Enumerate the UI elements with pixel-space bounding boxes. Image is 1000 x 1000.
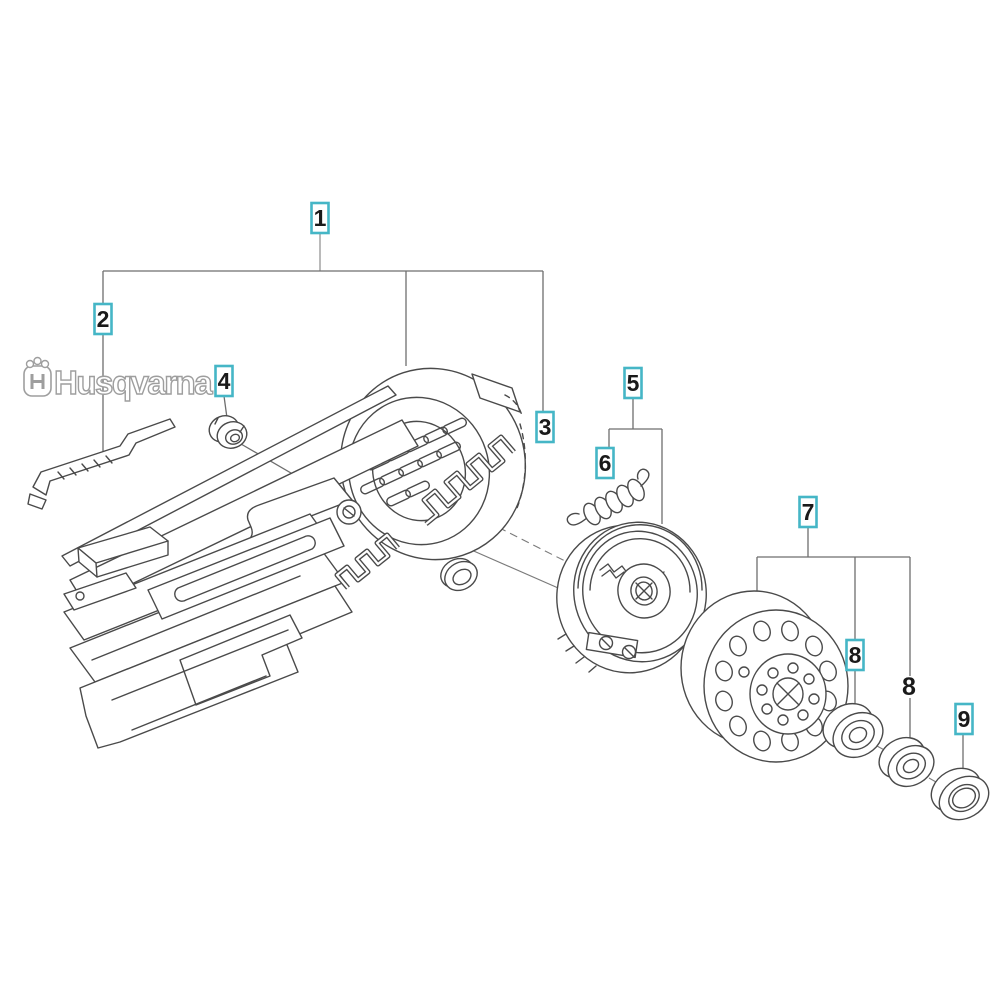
callout-3[interactable]: 3 bbox=[535, 410, 555, 444]
cover-fin-zigzag bbox=[334, 434, 516, 590]
callout-5-label[interactable]: 5 bbox=[627, 370, 640, 396]
leader-7-bracket bbox=[756, 527, 911, 744]
callout-4-label[interactable]: 4 bbox=[218, 368, 231, 394]
drum-small-bolt bbox=[738, 666, 750, 678]
drum-center-bore bbox=[772, 677, 804, 711]
part-spring bbox=[566, 468, 650, 526]
callout-3-label[interactable]: 3 bbox=[539, 414, 552, 440]
callout-1-label[interactable]: 1 bbox=[314, 205, 327, 231]
callout-2[interactable]: 2 bbox=[93, 302, 113, 336]
alignment-thin-line bbox=[459, 544, 566, 592]
leader-5-bracket bbox=[608, 398, 663, 524]
cover-slot bbox=[174, 535, 316, 602]
part-bearing-2 bbox=[878, 736, 935, 788]
callout-8a-label[interactable]: 8 bbox=[849, 642, 862, 668]
part-clutch-cover bbox=[61, 367, 527, 749]
cover-wedge-tail bbox=[179, 614, 303, 706]
part-trim-strip bbox=[27, 418, 176, 510]
cover-ring bbox=[440, 557, 478, 592]
callout-9[interactable]: 9 bbox=[954, 702, 974, 736]
callout-4[interactable]: 4 bbox=[214, 364, 234, 398]
part-clutch-drum bbox=[680, 590, 849, 763]
part-clutch bbox=[556, 521, 707, 674]
husqvarna-crown-icon bbox=[23, 356, 52, 397]
part-bearing-1 bbox=[822, 702, 884, 759]
callout-5[interactable]: 5 bbox=[623, 366, 643, 400]
callout-6-label[interactable]: 6 bbox=[599, 450, 612, 476]
callout-8-unboxed[interactable]: 8 bbox=[902, 673, 916, 701]
bell-hidden-lines bbox=[504, 394, 526, 509]
callout-8-boxed[interactable]: 8 bbox=[845, 638, 865, 672]
cover-top-rail bbox=[61, 385, 397, 567]
callout-7-label[interactable]: 7 bbox=[802, 499, 815, 525]
callout-9-label[interactable]: 9 bbox=[958, 706, 971, 732]
cover-detail-lines bbox=[91, 575, 301, 731]
cover-slot-panel bbox=[147, 517, 345, 620]
alignment-dashed-line bbox=[451, 503, 568, 563]
part-flange-nut bbox=[208, 415, 248, 449]
brand-logo-text: Husqvarna bbox=[54, 364, 213, 401]
cover-pad-lower bbox=[63, 572, 137, 611]
callout-8b-label[interactable]: 8 bbox=[902, 673, 916, 701]
callout-7[interactable]: 7 bbox=[798, 495, 818, 529]
part-seal-ring bbox=[930, 767, 990, 821]
callout-1[interactable]: 1 bbox=[310, 201, 330, 235]
drum-hub-holes bbox=[756, 662, 820, 726]
callout-2-label[interactable]: 2 bbox=[97, 306, 110, 332]
callout-6[interactable]: 6 bbox=[595, 446, 615, 480]
cover-small-bolt bbox=[75, 591, 85, 601]
brand-logo: Husqvarna bbox=[23, 356, 215, 402]
